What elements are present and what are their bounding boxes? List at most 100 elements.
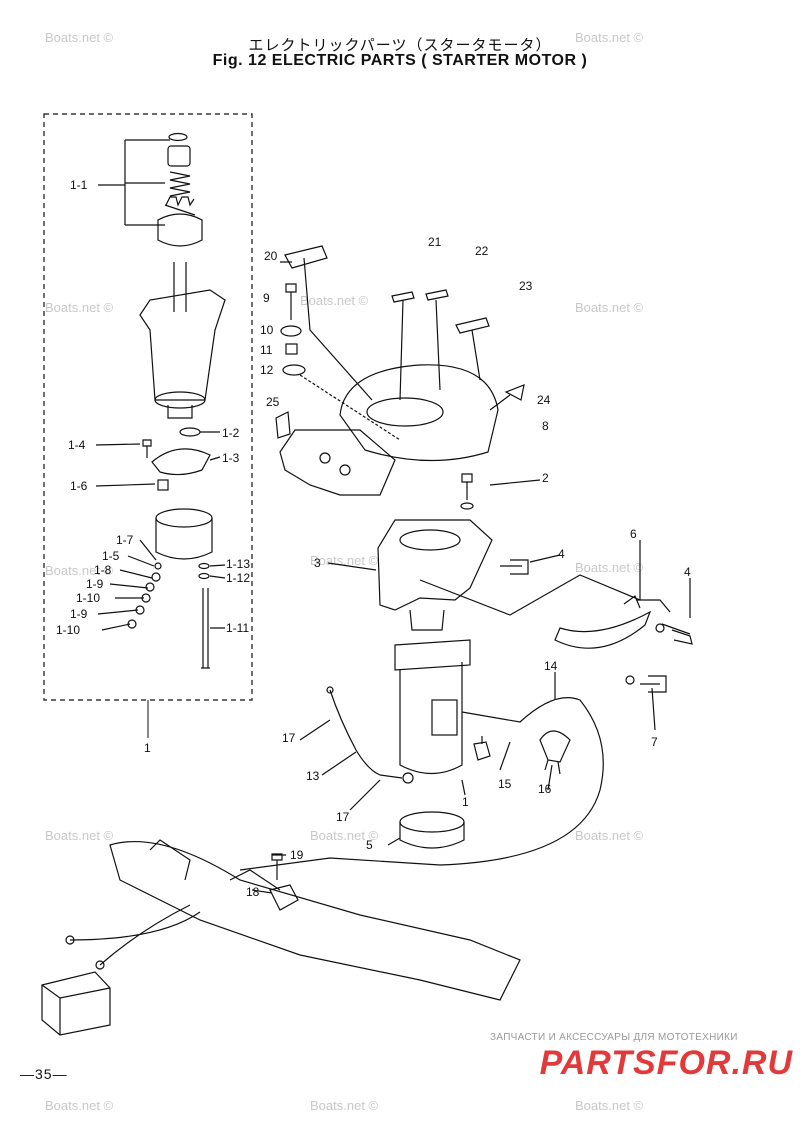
bolt-icon bbox=[500, 559, 529, 575]
callout-3: 3 bbox=[314, 556, 321, 570]
starter-head-icon bbox=[394, 639, 471, 671]
rubber-ring-side-icon bbox=[399, 822, 465, 849]
callout-9: 9 bbox=[263, 291, 270, 305]
washer-icon bbox=[625, 675, 635, 685]
washer-icon bbox=[154, 562, 162, 570]
callout-1: 1 bbox=[462, 795, 469, 809]
brush-icon bbox=[157, 479, 169, 491]
through-bolt-icon bbox=[201, 588, 210, 669]
shaft-icon bbox=[173, 262, 187, 312]
starter-motor-exploded-parts bbox=[124, 132, 226, 669]
callout-17: 17 bbox=[336, 810, 350, 824]
watermark: Boats.net © bbox=[310, 828, 379, 843]
watermark: Boats.net © bbox=[300, 293, 369, 308]
callout-11: 11 bbox=[260, 343, 273, 357]
watermark: Boats.net © bbox=[45, 828, 114, 843]
washer-icon bbox=[655, 623, 665, 633]
decal-24-icon bbox=[504, 384, 525, 401]
starter-bracket-icon bbox=[377, 519, 493, 611]
hole-icon bbox=[339, 464, 351, 476]
starter-assembly-box bbox=[43, 113, 253, 701]
flywheel-cover-icon bbox=[339, 364, 499, 462]
solenoid-icon bbox=[431, 699, 458, 736]
collar-icon bbox=[285, 343, 298, 355]
terminal-icon bbox=[65, 935, 75, 945]
snap-ring-icon bbox=[168, 132, 188, 142]
callout-1-12: 1-12 bbox=[226, 571, 250, 585]
battery-edge-icon bbox=[41, 984, 111, 1035]
watermark: Boats.net © bbox=[310, 1098, 379, 1113]
motor-body-icon bbox=[139, 289, 226, 401]
nut-icon bbox=[145, 582, 155, 592]
callout-1-8: 1-8 bbox=[94, 563, 112, 577]
callout-20: 20 bbox=[264, 249, 278, 263]
bolt-icon bbox=[640, 675, 667, 693]
screw-icon bbox=[473, 736, 491, 761]
leader-line bbox=[124, 139, 170, 226]
callout-22: 22 bbox=[475, 244, 489, 258]
callout-25: 25 bbox=[266, 395, 280, 409]
watermark: Boats.net © bbox=[310, 553, 379, 568]
callout-15: 15 bbox=[498, 777, 512, 791]
mounting-band-icon bbox=[554, 610, 652, 649]
brush-holder-icon bbox=[151, 448, 211, 476]
washer-icon bbox=[179, 427, 201, 437]
watermark: Boats.net © bbox=[575, 30, 644, 45]
leader-line bbox=[303, 257, 511, 411]
hole-icon bbox=[319, 452, 331, 464]
callout-21: 21 bbox=[428, 235, 442, 249]
rubber-ring-icon bbox=[399, 811, 465, 833]
watermark: Boats.net © bbox=[575, 560, 644, 575]
terminal-icon bbox=[95, 960, 105, 970]
callout-6: 6 bbox=[630, 527, 637, 541]
cable-13-icon bbox=[329, 689, 403, 779]
callout-23: 23 bbox=[519, 279, 533, 293]
washer-icon bbox=[198, 562, 210, 570]
callout-14: 14 bbox=[544, 659, 558, 673]
terminal-icon bbox=[326, 686, 334, 694]
stop-collar-icon bbox=[167, 145, 191, 167]
pinion-gear-icon bbox=[157, 213, 203, 247]
callout-10: 10 bbox=[260, 323, 274, 337]
starter-body-icon bbox=[399, 662, 463, 774]
screw-19-icon bbox=[271, 853, 283, 880]
cover-recess-icon bbox=[366, 397, 444, 427]
screw-icon bbox=[142, 439, 152, 458]
spring-icon bbox=[169, 171, 191, 197]
bolt-icon bbox=[285, 283, 297, 320]
battery-icon bbox=[41, 971, 111, 1036]
watermark: Boats.net © bbox=[45, 300, 114, 315]
callout-8: 8 bbox=[542, 419, 549, 433]
watermark: Boats.net © bbox=[45, 1098, 114, 1113]
decal-25-icon bbox=[275, 411, 291, 439]
gear-teeth-icon bbox=[164, 196, 196, 216]
callout-4: 4 bbox=[558, 547, 565, 561]
terminal-icon bbox=[402, 772, 414, 784]
decal-20-icon bbox=[284, 245, 328, 269]
callout-13: 13 bbox=[306, 769, 320, 783]
leader-line bbox=[280, 255, 292, 263]
brand-logo: PARTSFOR.RU bbox=[539, 1044, 793, 1082]
callout-1-13: 1-13 bbox=[226, 557, 250, 571]
callout-2: 2 bbox=[542, 471, 549, 485]
frame-icon bbox=[109, 840, 521, 1001]
watermark: Boats.net © bbox=[575, 1098, 644, 1113]
leader-line bbox=[251, 854, 286, 894]
callout-5: 5 bbox=[366, 838, 373, 852]
leader-line bbox=[97, 539, 157, 631]
callout-1-2: 1-2 bbox=[222, 426, 240, 440]
page-number: —35— bbox=[20, 1066, 68, 1082]
decal-23-icon bbox=[455, 317, 490, 334]
brand-subtitle: ЗАПЧАСТИ И АКСЕССУАРЫ ДЛЯ МОТОТЕХНИКИ bbox=[490, 1032, 738, 1043]
callout-1-3: 1-3 bbox=[222, 451, 240, 465]
callout-12: 12 bbox=[260, 363, 274, 377]
callout-1-10: 1-10 bbox=[76, 591, 100, 605]
callout-1-1: 1-1 bbox=[70, 178, 88, 192]
yoke-icon bbox=[155, 518, 213, 560]
leader-line bbox=[299, 672, 556, 846]
callout-19: 19 bbox=[290, 848, 304, 862]
watermark: Boats.net © bbox=[45, 30, 114, 45]
title-japanese: エレクトリックパーツ（スタータモータ） bbox=[248, 36, 552, 54]
main-assembly-parts bbox=[41, 184, 693, 1036]
